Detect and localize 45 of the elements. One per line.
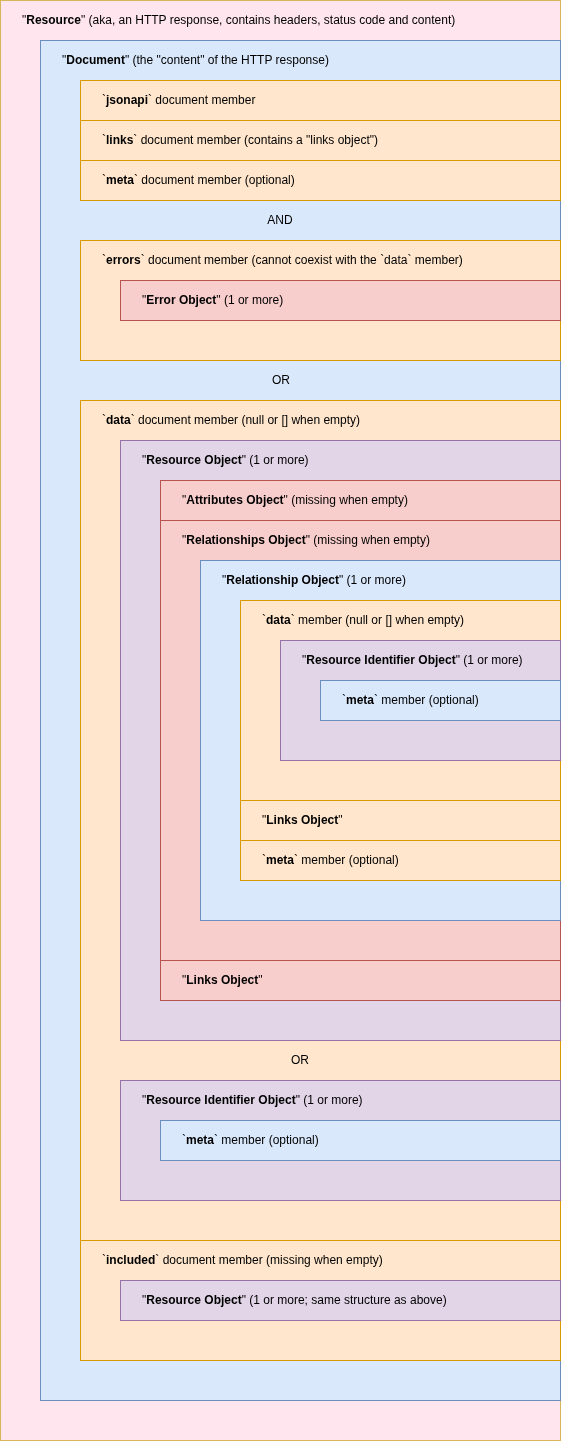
box-title: "Resource Identifier Object" (1 or more) [302, 653, 523, 667]
separator-label: AND [267, 213, 293, 227]
member-box [80, 160, 561, 201]
box-title: "Links Object" [262, 813, 343, 827]
container-box [240, 600, 561, 801]
container-box [160, 520, 561, 961]
box-title: `meta` member (optional) [262, 853, 399, 867]
separator-label: OR [272, 373, 290, 387]
member-box [240, 840, 561, 881]
container-box [200, 560, 561, 921]
box-title: "Resource Identifier Object" (1 or more) [142, 1093, 363, 1107]
member-box [160, 1120, 561, 1161]
box-title: `meta` member (optional) [342, 693, 479, 707]
box-title: `included` document member (missing when empty) [102, 1253, 383, 1267]
box-title: "Error Object" (1 or more) [142, 293, 284, 307]
member-box [120, 1280, 561, 1321]
box-title: "Resource Object" (1 or more; same structure as above) [142, 1293, 447, 1307]
member-box [160, 480, 561, 521]
box-title: "Attributes Object" (missing when empty) [182, 493, 408, 507]
member-box [120, 280, 561, 321]
box-title: `meta` member (optional) [182, 1133, 319, 1147]
box-title: `data` member (null or [] when empty) [262, 613, 465, 627]
container-box [120, 440, 561, 1041]
box-title: "Relationship Object" (1 or more) [222, 573, 406, 587]
box-title: "Resource" (aka, an HTTP response, contains headers, status code and content) [22, 13, 456, 27]
container-box [80, 1240, 561, 1361]
separator-label: OR [291, 1053, 309, 1067]
box-title: "Links Object" [182, 973, 263, 987]
container-box [80, 240, 561, 361]
container-box [80, 400, 561, 1241]
member-box [320, 680, 561, 721]
member-box [80, 120, 561, 161]
container-box [280, 640, 561, 761]
box-title: "Document" (the "content" of the HTTP response) [62, 53, 329, 67]
container-box [120, 1080, 561, 1201]
box-title: `data` document member (null or [] when empty) [102, 413, 361, 427]
box-title: `errors` document member (cannot coexist with the `data` member) [102, 253, 463, 267]
box-title: "Resource Object" (1 or more) [142, 453, 309, 467]
member-box [160, 960, 561, 1001]
box-title: `jsonapi` document member [102, 93, 256, 107]
member-box [80, 80, 561, 121]
box-title: "Relationships Object" (missing when empty) [182, 533, 430, 547]
member-box [240, 800, 561, 841]
box-title: `meta` document member (optional) [102, 173, 295, 187]
box-title: `links` document member (contains a "links object") [102, 133, 378, 147]
